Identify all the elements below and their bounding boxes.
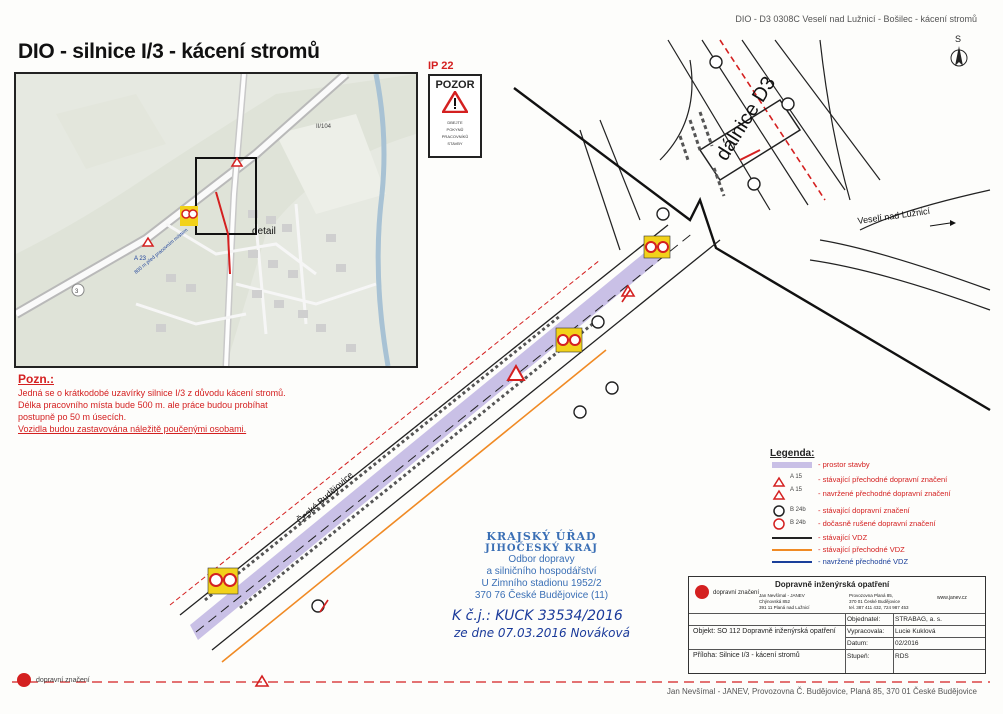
authority-stamp: KRAJSKÝ ÚŘAD JIHOČESKÝ KRAJ Odbor doprav…: [454, 530, 629, 602]
traffic-arrow-group: [319, 289, 631, 613]
title-block: dopravní značení Dopravně inženýrská opa…: [688, 576, 986, 674]
highway-label: dálnice D3: [712, 73, 781, 165]
pozor-line-3: PRACOVNÍKŮ: [441, 134, 469, 139]
stupen-value: RDS: [895, 653, 909, 660]
stamp-line-3: Odbor dopravy: [508, 554, 575, 565]
stamp-line-2: JIHOČESKÝ KRAJ: [485, 543, 598, 554]
objednatel-value: STRABAG, a. s.: [895, 616, 942, 623]
inset-road3-label: 3: [75, 289, 79, 295]
datum-value: 02/2016: [895, 640, 919, 647]
pozor-heading: POZOR: [435, 79, 475, 91]
note-line-4: Vozidla budou zastavována náležitě pouče…: [18, 424, 247, 434]
priloha-value: Příloha: Silnice I/3 - kácení stromů: [693, 652, 800, 659]
company-name: dopravní značení: [713, 590, 760, 596]
legend-item-existing-temp-vdz: - stávající přechodné VDZ: [818, 545, 905, 554]
legend-item-existing-sign: - stávající dopravní značení: [818, 506, 910, 515]
bottom-company-label: dopravní značení: [36, 677, 90, 684]
legend-code-1: A 15: [790, 474, 803, 480]
legend-swatch-zone: [772, 462, 812, 468]
address-line-2: Chýnovská 852: [759, 599, 791, 604]
legend-item-existing-vdz: - stávající VDZ: [818, 533, 868, 542]
inset-detail-label: detail: [252, 226, 276, 237]
sign-code-label: IP 22: [428, 60, 454, 72]
closure-sign-2: [555, 327, 583, 353]
datum-label: Datum:: [847, 640, 868, 647]
address-line-5: 370 01 České Budějovice: [849, 599, 901, 604]
company-logo-icon: [695, 585, 709, 599]
stamp-line-5: U Zimního stadionu 1952/2: [481, 578, 602, 589]
address-line-6: tel. 387 411 432, 724 987 453: [849, 605, 909, 610]
veseli-label: Veselí nad Lužnicí: [857, 206, 931, 226]
legend-item-zone: - prostor stavby: [818, 460, 870, 469]
inset-road-label: II/104: [316, 124, 332, 130]
header-reference: DIO - D3 0308C Veselí nad Lužnicí - Boši…: [735, 14, 977, 24]
address-line-1: Jan Nevšímal - JANEV: [759, 593, 805, 598]
note-line-3: postupně po 50 m úsecích.: [18, 412, 127, 422]
address-line-3: 391 11 Planá nad Lužnicí: [759, 605, 810, 610]
handwritten-reference: K č.j.: KUCK 33534/2016: [452, 608, 623, 624]
pozor-line-4: STAVBY: [447, 141, 463, 146]
company-web: www.janev.cz: [937, 595, 967, 601]
legend-code-3: B 24b: [790, 507, 806, 513]
inset-map-drawing: detail II/104 3 A 23 800 m před pracovní…: [16, 74, 416, 366]
title-block-address-1: Jan Nevšímal - JANEV Chýnovská 852 391 1…: [759, 593, 809, 611]
objednatel-label: Objednatel:: [847, 616, 881, 623]
legend-title: Legenda:: [770, 448, 815, 459]
closure-sign-1: [207, 567, 239, 595]
inset-a23-label: A 23: [134, 256, 147, 262]
stamp-line-6: 370 76 České Budějovice (11): [474, 590, 609, 601]
address-line-4: Provozovna Planá 85,: [849, 593, 894, 598]
footer-address: Jan Nevšímal - JANEV, Provozovna Č. Budě…: [666, 687, 977, 696]
vypracovala-label: Vypracovala:: [847, 628, 885, 635]
note-title: Pozn.:: [18, 372, 54, 386]
legend-item-proposed-temp-sign: - navržené přechodné dopravní značení: [818, 489, 951, 498]
pozor-line-1: DBEJTE: [447, 120, 463, 125]
stupen-label: Stupeň:: [847, 653, 870, 660]
vypracovala-value: Lucie Kuklová: [895, 628, 936, 635]
pozor-line-2: POKYNŮ: [446, 127, 464, 132]
legend-item-existing-temp-sign: - stávající přechodné dopravní značení: [818, 475, 948, 484]
legend-item-cancelled-sign: - dočasně rušené dopravní značení: [818, 519, 936, 528]
handwritten-date: ze dne 07.03.2016 Nováková: [454, 626, 630, 640]
legend-code-4: B 24b: [790, 520, 806, 526]
north-label: S: [955, 34, 961, 44]
closure-sign-3: [643, 235, 671, 259]
objekt-value: Objekt: SO 112 Dopravně inženýrská opatř…: [693, 628, 836, 635]
warning-triangle-icon: [440, 89, 470, 114]
legend-item-proposed-temp-vdz: - navržené přechodné VDZ: [818, 557, 909, 566]
page-title: DIO - silnice I/3 - kácení stromů: [18, 40, 320, 63]
stamp-line-4: a silničního hospodářství: [486, 566, 597, 577]
note-line-2: Délka pracovního místa bude 500 m. ale p…: [18, 400, 268, 410]
road-sign-group: [311, 55, 795, 613]
inset-sign-group: [180, 206, 198, 226]
title-block-heading: Dopravně inženýrská opatření: [775, 580, 890, 589]
north-arrow-icon: [950, 46, 968, 67]
title-block-address-2: Provozovna Planá 85, 370 01 České Budějo…: [849, 593, 908, 611]
stamp-line-1: KRAJSKÝ ÚŘAD: [486, 530, 597, 543]
company-logo-icon: [17, 673, 31, 687]
note-line-1: Jedná se o krátkodobé uzavírky silnice I…: [18, 388, 286, 398]
pozor-sign: POZOR DBEJTE POKYNŮ PRACOVNÍKŮ STAVBY: [428, 74, 482, 158]
inset-map: detail II/104 3 A 23 800 m před pracovní…: [14, 72, 418, 368]
legend-code-2: A 15: [790, 487, 803, 493]
